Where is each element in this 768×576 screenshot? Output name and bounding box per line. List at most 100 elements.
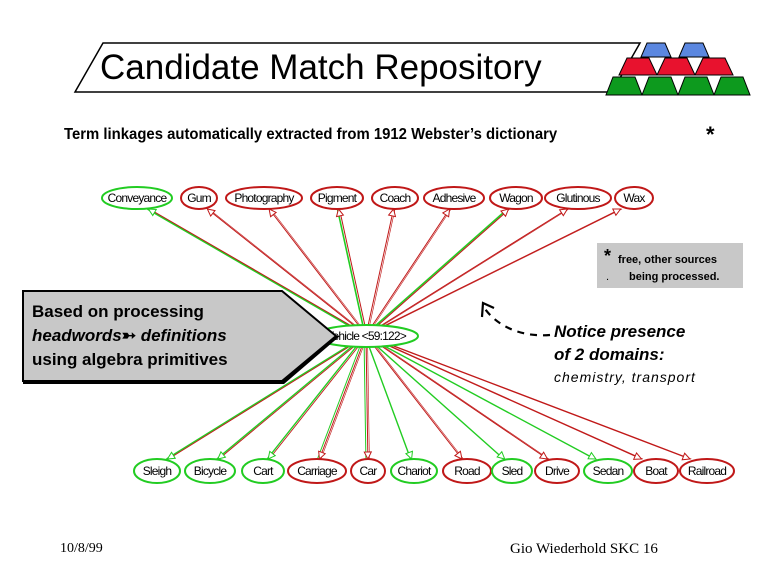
node-ellipse: [679, 458, 735, 484]
edge-line: [216, 345, 353, 460]
edge-arrowhead-icon: [500, 208, 510, 218]
node-ellipse: [614, 186, 654, 210]
node-ellipse: [184, 458, 236, 484]
node-label: Chariot: [397, 464, 432, 478]
node-label: Photography: [234, 191, 294, 205]
edge-line: [368, 208, 396, 328]
edge-arrowhead-icon: [611, 208, 622, 217]
edge-line: [370, 208, 451, 328]
footer-author: Gio Wiederhold SKC 16: [510, 541, 658, 557]
footnote-box: [597, 243, 743, 288]
page-title: Candidate Match Repository: [100, 48, 542, 87]
node-label: Sleigh: [143, 464, 172, 478]
edge-line: [268, 208, 361, 328]
edge-line: [394, 345, 692, 460]
node-label: Coach: [380, 191, 411, 205]
edge-line: [149, 208, 354, 328]
graph-node-coach: Coach: [371, 186, 419, 210]
edge-line: [147, 208, 352, 328]
edge-line: [372, 208, 452, 328]
edge-line: [363, 345, 367, 460]
node-ellipse: [489, 186, 543, 210]
edge-line: [268, 345, 360, 460]
node-ellipse: [423, 186, 485, 210]
logo-trapezoid: [678, 42, 710, 58]
node-ellipse: [101, 186, 173, 210]
notice-line2: of 2 domains:: [554, 345, 665, 364]
callout-definitions: definitions: [136, 326, 227, 345]
footnote-text-line2: being processed.: [629, 271, 720, 283]
logo-trapezoid: [694, 57, 734, 76]
node-label: Boat: [645, 464, 668, 478]
graph-node-sedan: Sedan: [583, 458, 633, 484]
edge-arrowhead-icon: [216, 450, 227, 460]
edge-line: [266, 345, 358, 460]
node-label: Conveyance: [108, 191, 168, 205]
graph-node-chariot: Chariot: [390, 458, 438, 484]
subtitle: Term linkages automatically extracted fr…: [64, 126, 558, 143]
edge-line: [270, 208, 362, 328]
edge-line: [383, 208, 623, 328]
node-label: Road: [454, 464, 480, 478]
edge-arrowhead-icon: [681, 452, 691, 461]
edge-line: [380, 345, 548, 460]
edge-line: [382, 345, 550, 460]
edge-line: [384, 345, 596, 460]
logo-trapezoid: [713, 76, 751, 96]
graph-node-boat: Boat: [633, 458, 679, 484]
node-label: Wagon: [499, 191, 533, 205]
callout-arrow-shape: [22, 290, 340, 384]
graph-node-conveyance: Conveyance: [101, 186, 173, 210]
edge-line: [367, 208, 395, 328]
edge-line: [318, 345, 363, 460]
node-ellipse: [133, 458, 181, 484]
node-label: Sedan: [593, 464, 624, 478]
edge-line: [218, 345, 355, 460]
node-ellipse: [180, 186, 218, 210]
footnote-dot: .: [606, 271, 610, 283]
graph-node-glutinous: Glutinous: [544, 186, 612, 210]
node-label: Adhesive: [433, 191, 477, 205]
edge-line: [393, 345, 691, 460]
edge-arrowhead-icon: [267, 450, 277, 460]
edge-arrowhead-icon: [363, 451, 373, 461]
edge-arrowhead-icon: [206, 208, 216, 218]
edge-line: [373, 345, 463, 460]
notice-domains: chemistry, transport: [554, 369, 696, 385]
edge-arrowhead-icon: [147, 208, 158, 217]
notice-line1: Notice presence: [554, 322, 686, 341]
node-ellipse: [287, 458, 347, 484]
node-label: Vehicle <59:122>: [326, 329, 407, 343]
edge-line: [381, 208, 621, 328]
edge-line: [208, 208, 358, 328]
arrow-right-icon: ➳: [121, 326, 136, 345]
graph-node-railroad: Railroad: [679, 458, 735, 484]
node-label: Gum: [187, 191, 211, 205]
graph-node-adhesive: Adhesive: [423, 186, 485, 210]
graph-node-car: Car: [350, 458, 386, 484]
callout-line1: Based on processing: [32, 302, 204, 321]
graph-node-carriage: Carriage: [287, 458, 347, 484]
node-label: Bicycle: [194, 464, 228, 478]
graph-node-sled: Sled: [491, 458, 533, 484]
graph-node-wagon: Wagon: [489, 186, 543, 210]
node-label: Railroad: [688, 464, 726, 478]
footer-date: 10/8/99: [60, 541, 103, 556]
edge-arrowhead-icon: [453, 450, 463, 460]
edge-arrowhead-icon: [632, 452, 643, 460]
edge-line: [207, 208, 357, 328]
pyramid-logo-icon: [605, 42, 751, 96]
callout-line2: headwords➳ definitions: [32, 326, 227, 346]
edge-arrowhead-icon: [538, 451, 549, 460]
edge-arrowhead-icon: [166, 451, 177, 460]
edge-arrowhead-icon: [387, 207, 397, 218]
graph-node-drive: Drive: [534, 458, 580, 484]
edge-arrowhead-icon: [268, 208, 278, 218]
footnote-text-line1: free, other sources: [618, 254, 718, 266]
edge-line: [367, 345, 370, 460]
logo-trapezoid: [640, 42, 672, 58]
edge-line: [378, 208, 568, 328]
graph-node-bicycle: Bicycle: [184, 458, 236, 484]
